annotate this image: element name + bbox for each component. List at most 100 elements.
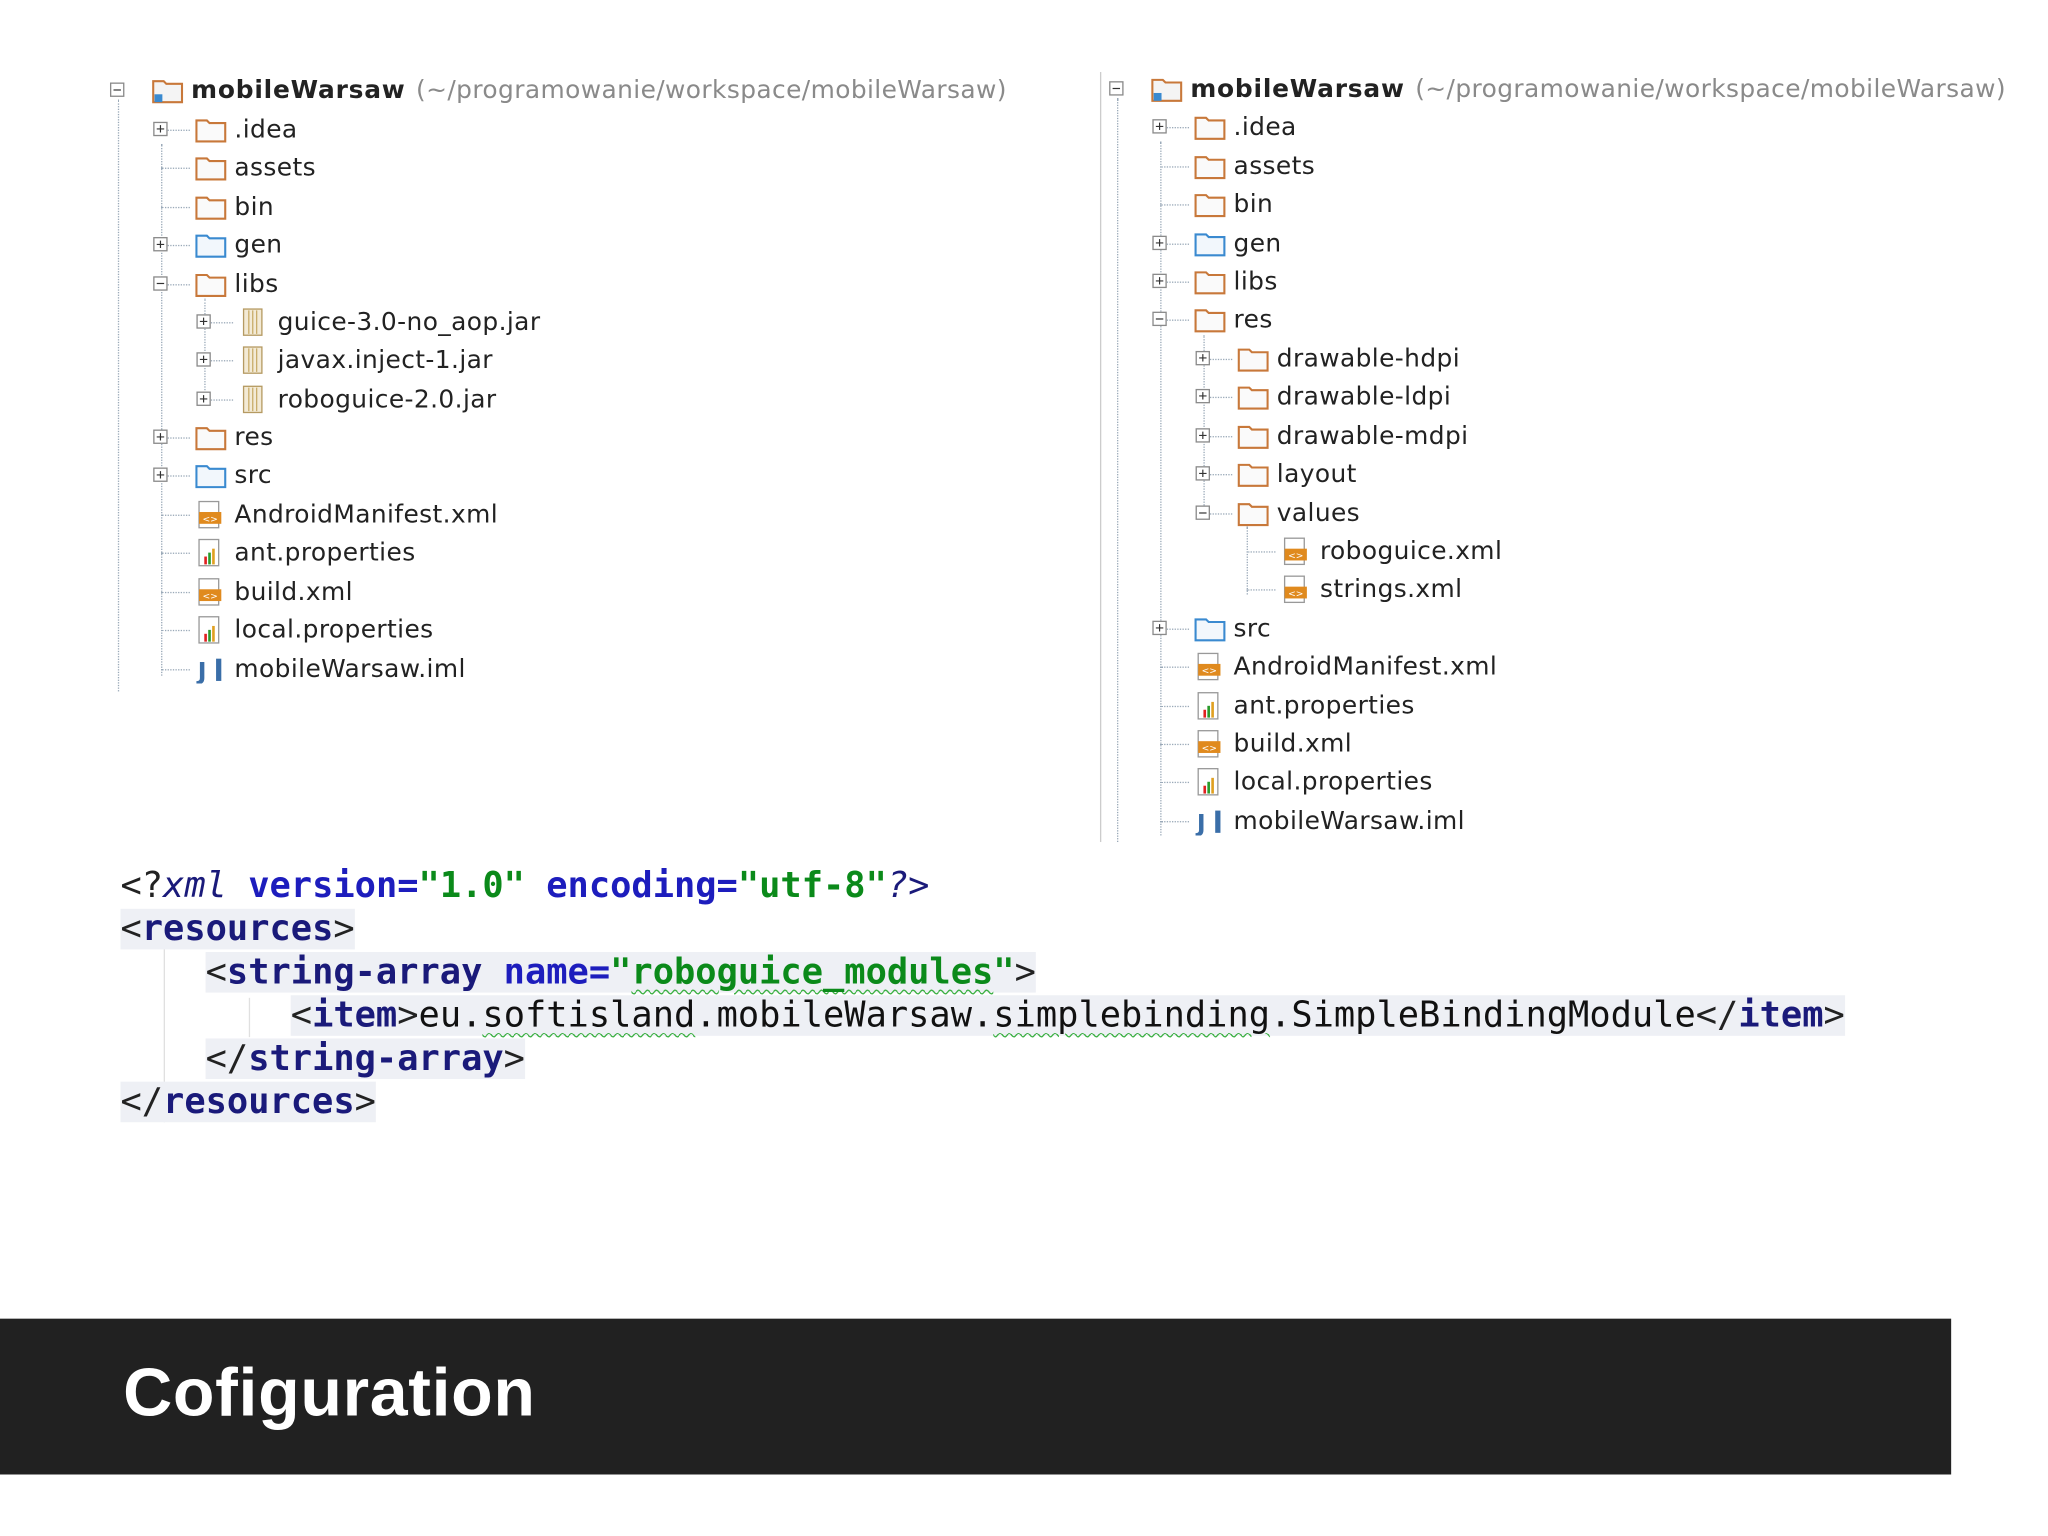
tree-root[interactable]: − mobileWarsaw (~/programowanie/workspac… xyxy=(1109,69,2006,107)
expand-toggle[interactable]: + xyxy=(153,122,168,137)
tree-node-local-properties[interactable]: local.properties xyxy=(1194,762,1432,800)
tree-root[interactable]: − mobileWarsaw (~/programowanie/workspac… xyxy=(109,71,1007,109)
tree-node-label: local.properties xyxy=(1233,766,1433,796)
jar-icon xyxy=(242,345,263,374)
tree-node-idea[interactable]: +.idea xyxy=(153,110,297,148)
tree-node-build-xml[interactable]: <> build.xml xyxy=(1194,724,1352,762)
tree-node-bin[interactable]: bin xyxy=(1194,185,1273,223)
expand-toggle[interactable]: + xyxy=(153,467,168,482)
tree-node-gen[interactable]: + gen xyxy=(153,225,283,263)
properties-file-icon xyxy=(198,615,220,643)
tree-node-ant-properties[interactable]: ant.properties xyxy=(195,533,415,571)
expand-toggle[interactable]: + xyxy=(196,352,211,367)
tree-node-assets[interactable]: assets xyxy=(1194,147,1315,185)
tree-node-assets[interactable]: assets xyxy=(195,148,316,186)
expand-toggle[interactable]: + xyxy=(1152,273,1167,288)
svg-text:<>: <> xyxy=(1288,588,1303,599)
folder-icon xyxy=(1237,425,1269,449)
tree-node-androidmanifest-xml[interactable]: <>AndroidManifest.xml xyxy=(195,495,498,533)
svg-text:<>: <> xyxy=(1202,742,1217,753)
expand-toggle[interactable]: + xyxy=(1195,350,1210,365)
tree-node-src[interactable]: +src xyxy=(1152,609,1271,647)
tree-node-label: gen xyxy=(1233,228,1282,258)
collapse-toggle[interactable]: − xyxy=(1195,505,1210,520)
expand-toggle[interactable]: + xyxy=(153,237,168,252)
tree-node-res[interactable]: − res xyxy=(1152,300,1273,338)
tree-node-label: drawable-ldpi xyxy=(1276,381,1452,411)
tree-node-label: gen xyxy=(234,229,283,259)
tree-node-drawable-mdpi[interactable]: + drawable-mdpi xyxy=(1195,416,1469,454)
tree-node-ant-properties[interactable]: ant.properties xyxy=(1194,686,1414,724)
code-line-2: <resources> xyxy=(120,908,355,950)
tree-node-label: src xyxy=(234,460,272,490)
tree-node-libs[interactable]: +libs xyxy=(1152,262,1277,300)
tree-node-roboguice-2-0-jar[interactable]: +roboguice-2.0.jar xyxy=(196,380,496,418)
tree-node-javax-inject-1-jar[interactable]: +javax.inject-1.jar xyxy=(196,340,493,378)
expand-toggle[interactable]: + xyxy=(153,430,168,444)
tree-node-build-xml[interactable]: <>build.xml xyxy=(195,572,353,610)
code-line-5: </string-array> xyxy=(205,1038,525,1080)
tree-node-local-properties[interactable]: local.properties xyxy=(195,610,433,648)
collapse-toggle[interactable]: − xyxy=(1109,81,1124,96)
expand-toggle[interactable]: + xyxy=(196,392,211,406)
tree-node-label: layout xyxy=(1276,458,1357,488)
svg-text:<>: <> xyxy=(202,590,217,601)
collapse-toggle[interactable]: − xyxy=(1152,311,1167,326)
tree-node-label: ant.properties xyxy=(234,537,416,567)
tree-node-strings-xml[interactable]: <>strings.xml xyxy=(1281,570,1463,608)
tree-node-label: assets xyxy=(234,152,316,182)
tree-node-label: roboguice.xml xyxy=(1319,536,1503,566)
svg-text:J: J xyxy=(196,657,207,683)
folder-icon xyxy=(195,196,227,220)
iml-file-icon: J xyxy=(196,657,222,683)
tree-node-label: res xyxy=(234,422,274,452)
tree-node-layout[interactable]: + layout xyxy=(1195,454,1357,492)
tree-node-idea[interactable]: +.idea xyxy=(1152,107,1296,145)
source-folder-icon xyxy=(195,464,227,488)
tree-node-src[interactable]: + src xyxy=(153,456,272,494)
expand-toggle[interactable]: + xyxy=(1195,428,1210,443)
tree-node-libs[interactable]: − libs xyxy=(153,265,279,303)
xml-file-icon: <> xyxy=(1283,536,1307,565)
collapse-toggle[interactable]: − xyxy=(109,82,125,97)
tree-node-label: mobileWarsaw.iml xyxy=(1233,805,1465,835)
expand-toggle[interactable]: + xyxy=(1152,620,1167,636)
tree-node-label: assets xyxy=(1233,151,1316,181)
tree-node-label: drawable-mdpi xyxy=(1276,421,1469,450)
tree-node-androidmanifest-xml[interactable]: <>AndroidManifest.xml xyxy=(1194,647,1497,685)
expand-toggle[interactable]: + xyxy=(1195,466,1210,481)
root-name: mobileWarsaw xyxy=(191,75,406,105)
expand-toggle[interactable]: + xyxy=(1152,235,1167,251)
code-line-1: <?xml version="1.0" encoding="utf-8"?> xyxy=(120,865,930,907)
tree-node-roboguice-xml[interactable]: <> roboguice.xml xyxy=(1281,532,1503,570)
tree-node-label: libs xyxy=(234,269,279,298)
expand-toggle[interactable]: + xyxy=(1195,388,1210,404)
expand-toggle[interactable]: + xyxy=(1152,119,1167,134)
tree-node-label: build.xml xyxy=(1233,728,1353,758)
tree-node-drawable-ldpi[interactable]: + drawable-ldpi xyxy=(1195,377,1452,415)
tree-node-label: bin xyxy=(234,191,275,221)
collapse-toggle[interactable]: − xyxy=(153,276,168,291)
jar-icon xyxy=(242,384,263,413)
svg-text:<>: <> xyxy=(1288,550,1303,561)
tree-node-values[interactable]: −values xyxy=(1195,494,1360,532)
tree-node-gen[interactable]: + gen xyxy=(1152,224,1282,262)
expand-toggle[interactable]: + xyxy=(196,314,211,329)
folder-icon xyxy=(1237,347,1269,371)
tree-node-label: ant.properties xyxy=(1233,690,1415,720)
tree-node-res[interactable]: + res xyxy=(153,418,274,456)
folder-icon xyxy=(1194,308,1226,332)
tree-node-label: res xyxy=(1233,304,1273,334)
root-path: (~/programowanie/workspace/mobileWarsaw) xyxy=(1415,73,2006,103)
folder-icon xyxy=(1237,463,1269,487)
tree-node-guice-3-0-no-aop-jar[interactable]: +guice-3.0-no_aop.jar xyxy=(196,302,540,340)
tree-node-drawable-hdpi[interactable]: + drawable-hdpi xyxy=(1195,339,1461,377)
xml-code-editor[interactable]: <?xml version="1.0" encoding="utf-8"?> <… xyxy=(120,864,1845,1123)
folder-icon xyxy=(1194,270,1226,294)
properties-file-icon xyxy=(198,538,220,566)
tree-node-label: local.properties xyxy=(234,614,434,644)
tree-node-bin[interactable]: bin xyxy=(195,187,274,225)
tree-node-label: drawable-hdpi xyxy=(1276,343,1461,373)
